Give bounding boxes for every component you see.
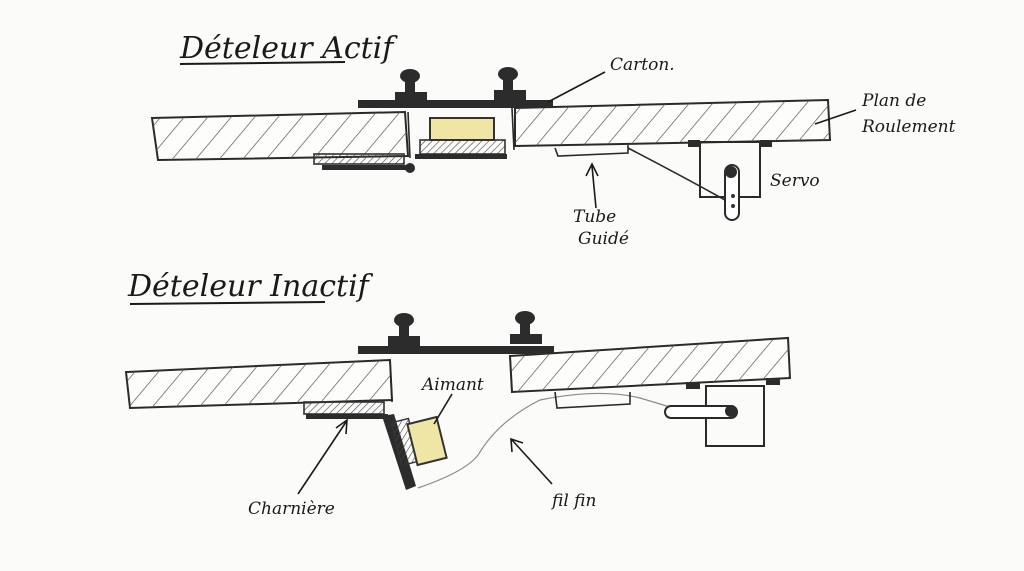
rail-head-right-2 <box>515 311 535 325</box>
hinge-top-inactive <box>303 401 385 415</box>
guide-tube-active <box>554 145 629 157</box>
label-charniere: Charnière <box>248 499 335 519</box>
label-servo: Servo <box>770 171 820 191</box>
rail-head-right <box>498 67 518 81</box>
carton-inactive <box>358 346 554 354</box>
rail-clip-right-2 <box>510 334 542 344</box>
guide-tube-inactive <box>554 391 631 409</box>
rail-head-left-2 <box>394 313 414 327</box>
title-inactive-underline <box>129 301 326 305</box>
label-carton: Carton. <box>610 55 675 75</box>
hinge-top <box>313 153 405 165</box>
rail-post-right-2 <box>520 318 530 336</box>
magnet-plate-active <box>415 154 507 159</box>
servo-hub-active <box>725 166 737 178</box>
rail-clip-left-2 <box>388 336 420 346</box>
arrow-aimant <box>433 393 453 425</box>
slot-wall-right-2 <box>509 355 513 393</box>
rail-post-left-2 <box>399 320 409 338</box>
label-plan-2: Roulement <box>861 117 956 137</box>
servo-hole-1 <box>731 194 735 198</box>
wire-active <box>627 147 726 201</box>
label-tube-1: Tube <box>573 207 616 227</box>
servo-tab-left-2 <box>686 382 700 389</box>
rail-clip-left <box>395 92 427 102</box>
rail-head-left <box>400 69 420 83</box>
label-tube-2: Guidé <box>578 229 629 249</box>
inactive-section: Dételeur Inactif A <box>124 269 792 519</box>
servo-hub-inactive <box>725 405 737 417</box>
magnet-holder-active <box>419 139 506 155</box>
title-inactive: Dételeur Inactif <box>127 269 374 304</box>
servo-tab-right <box>760 140 772 147</box>
label-fil-fin: fil fin <box>550 491 596 511</box>
label-plan-1: Plan de <box>861 91 926 111</box>
title-active-underline <box>179 61 346 65</box>
carton-active <box>358 100 553 108</box>
slot-wall-left-2 <box>389 359 393 403</box>
arrow-charniere <box>297 418 348 495</box>
servo-tab-left <box>688 140 700 147</box>
hinge-bar-inactive <box>306 414 388 419</box>
rail-post-right <box>503 74 513 92</box>
fine-wire <box>417 392 681 489</box>
title-active: Dételeur Actif <box>179 31 398 66</box>
rail-clip-right <box>494 90 526 100</box>
servo-arm-inactive <box>664 405 738 419</box>
arrow-carton <box>547 71 606 103</box>
arrow-tube <box>585 162 599 209</box>
servo-tab-right-2 <box>766 378 780 385</box>
servo-hole-2 <box>731 204 735 208</box>
hinge-bar-active <box>322 165 410 170</box>
slot-wall-left <box>407 111 411 159</box>
magnet-inactive <box>406 415 448 467</box>
servo-arm-active <box>724 164 740 221</box>
magnet-active <box>429 117 495 141</box>
hinge-pivot-active <box>405 163 415 173</box>
arrow-fil-fin <box>510 437 553 485</box>
slot-wall-right <box>511 107 515 151</box>
rail-post-left <box>405 76 415 94</box>
active-section: Dételeur Actif <box>150 31 956 249</box>
arrow-plan <box>814 109 857 125</box>
label-aimant: Aimant <box>420 375 484 395</box>
